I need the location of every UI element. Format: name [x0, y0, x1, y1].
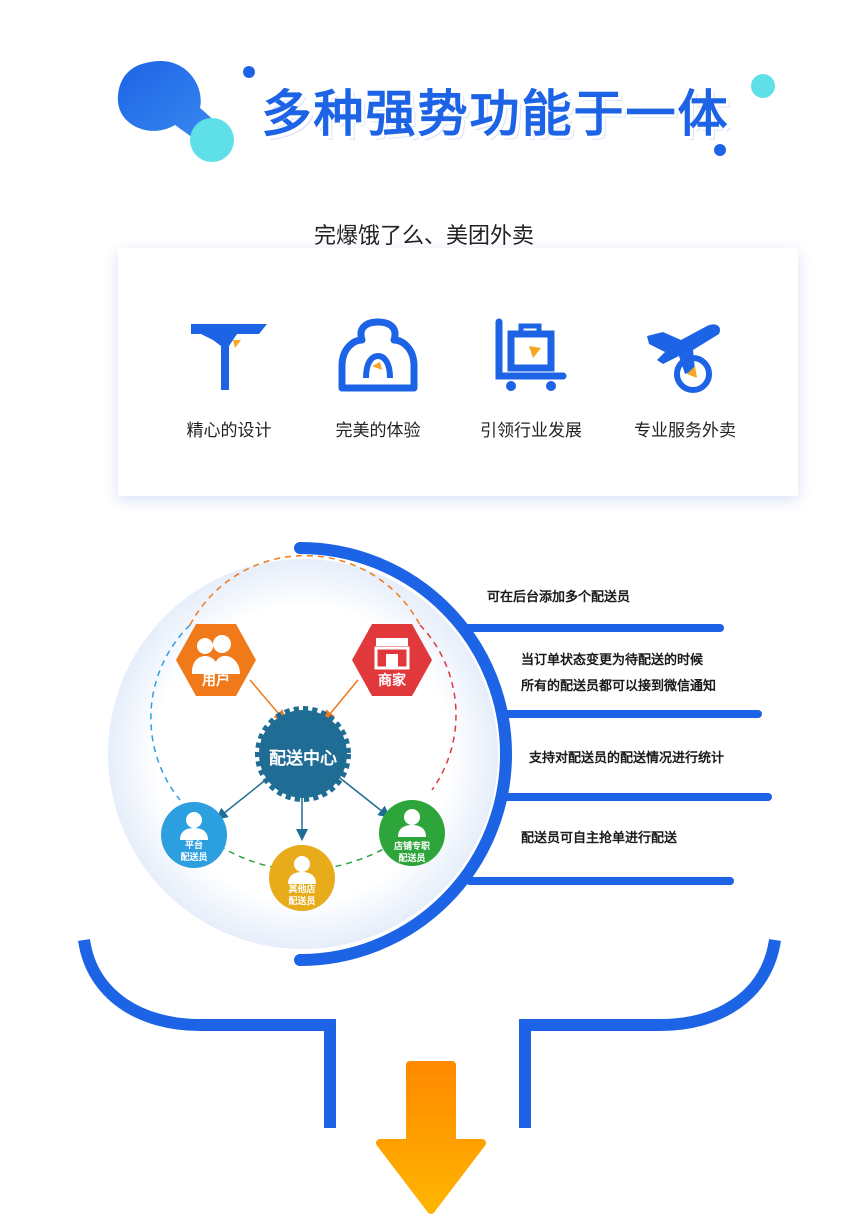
funnel-glass-icon — [191, 324, 267, 390]
platform-courier — [161, 802, 227, 868]
user-label: 用户 — [202, 673, 230, 689]
center-label: 配送中心 — [269, 749, 337, 769]
store-dedicated-courier — [379, 800, 445, 866]
luggage-cart-icon — [495, 318, 567, 391]
other-store-courier — [269, 845, 335, 911]
users-group-icon — [338, 318, 418, 392]
page-title: 多种强势功能于一体 — [261, 85, 730, 143]
platform-label: 平台配送员 — [180, 841, 208, 863]
store-dedicated-label: 店铺专职配送员 — [393, 842, 430, 864]
feature-industry: 引领行业发展 — [451, 318, 611, 441]
feature-label: 完美的体验 — [335, 421, 421, 441]
dot-decoration — [714, 144, 726, 156]
subtitle: 完爆饿了么、美团外卖 — [313, 224, 534, 249]
feature-design: 精心的设计 — [149, 318, 309, 441]
funnel-right — [519, 938, 781, 1128]
dot-decoration — [243, 66, 255, 78]
arc-bracket — [294, 542, 512, 966]
feature-label: 专业服务外卖 — [634, 421, 736, 441]
dot-decoration — [751, 74, 775, 98]
feature-label: 精心的设计 — [186, 421, 272, 441]
funnel-left — [78, 938, 336, 1128]
molecule-blob-icon — [117, 60, 234, 162]
airplane-icon — [647, 324, 721, 393]
feature-label: 引领行业发展 — [480, 421, 582, 441]
feature-service: 专业服务外卖 — [605, 318, 765, 441]
merchant-label: 商家 — [378, 673, 406, 689]
bullet-text: 支持对配送员的配送情况进行统计 — [529, 751, 725, 766]
other-store-label: 其他店配送员 — [288, 885, 316, 907]
bullet-text: 可在后台添加多个配送员 — [487, 590, 631, 605]
gear-icon — [255, 706, 351, 802]
feature-experience: 完美的体验 — [298, 318, 458, 441]
feature-card: 精心的设计 完美的体验 引领行业发展 专业服务外卖 — [118, 248, 798, 496]
down-arrow-icon — [376, 1061, 486, 1214]
bullet-text: 当订单状态变更为待配送的时候 所有的配送员都可以接到微信通知 — [521, 653, 717, 694]
bullet-text: 配送员可自主抢单进行配送 — [521, 831, 678, 846]
merchant-hexagon — [352, 624, 432, 696]
delivery-diagram — [108, 554, 498, 949]
user-hexagon — [176, 624, 256, 696]
